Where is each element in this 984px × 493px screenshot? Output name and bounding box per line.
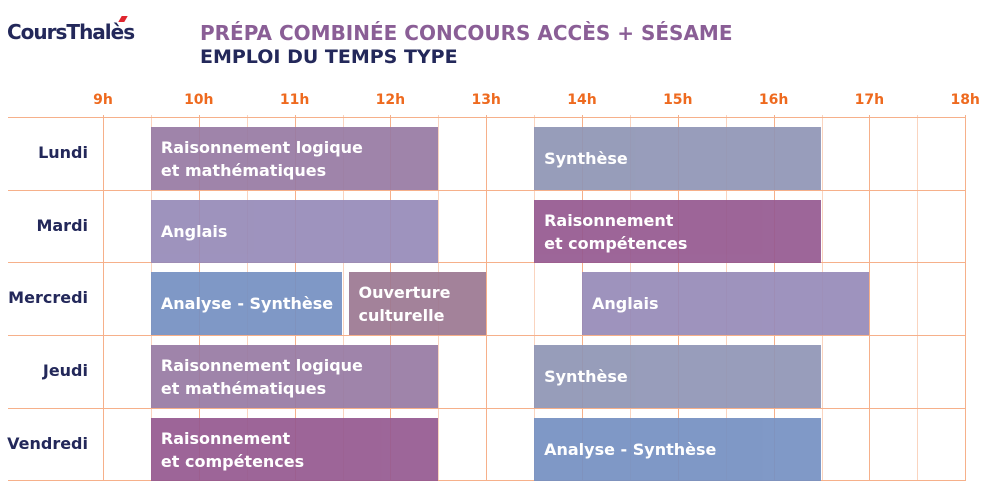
hour-label: 11h bbox=[279, 92, 310, 108]
logo: CoursThalès bbox=[7, 16, 135, 44]
row-gridline bbox=[8, 335, 966, 336]
row-gridline bbox=[8, 480, 966, 481]
row-gridline bbox=[8, 408, 966, 409]
hour-label: 18h bbox=[950, 92, 980, 108]
hour-label: 13h bbox=[471, 92, 501, 108]
hour-label: 12h bbox=[375, 92, 406, 108]
session-block: Synthèse bbox=[534, 127, 822, 190]
hour-label: 10h bbox=[184, 92, 214, 108]
session-block: Analyse - Synthèse bbox=[534, 418, 822, 481]
session-block: Analyse - Synthèse bbox=[150, 272, 343, 335]
hour-label: 17h bbox=[854, 92, 885, 108]
row-gridline bbox=[8, 190, 966, 191]
hour-gridline bbox=[103, 115, 104, 481]
half-hour-gridline bbox=[534, 115, 535, 481]
page-subtitle: EMPLOI DU TEMPS TYPE bbox=[200, 46, 458, 68]
session-block: Raisonnement logique et mathématiques bbox=[150, 127, 439, 190]
day-label: Jeudi bbox=[42, 361, 88, 380]
hour-label: 9h bbox=[93, 92, 113, 108]
session-block: Synthèse bbox=[534, 345, 822, 408]
hour-label: 15h bbox=[663, 92, 693, 108]
day-label: Mardi bbox=[36, 216, 88, 235]
hour-gridline bbox=[965, 115, 966, 481]
session-block: Ouverture culturelle bbox=[348, 272, 487, 335]
hour-gridline bbox=[869, 115, 870, 481]
hour-label: 14h bbox=[567, 92, 597, 108]
session-block: Anglais bbox=[582, 272, 870, 335]
hour-label: 16h bbox=[758, 92, 789, 108]
day-label: Mercredi bbox=[8, 288, 88, 307]
session-block: Raisonnement et compétences bbox=[534, 200, 822, 263]
row-gridline bbox=[8, 262, 966, 263]
half-hour-gridline bbox=[343, 115, 344, 481]
half-hour-gridline bbox=[917, 115, 918, 481]
day-label: Lundi bbox=[38, 143, 88, 162]
row-gridline bbox=[8, 117, 966, 118]
hour-gridline bbox=[486, 115, 487, 481]
session-block: Anglais bbox=[150, 200, 439, 263]
session-block: Raisonnement et compétences bbox=[150, 418, 439, 481]
logo-text: CoursThalès bbox=[7, 20, 135, 44]
session-block: Raisonnement logique et mathématiques bbox=[150, 345, 439, 408]
page-title: PRÉPA COMBINÉE CONCOURS ACCÈS + SÉSAME bbox=[200, 21, 733, 45]
day-label: Vendredi bbox=[7, 434, 88, 453]
